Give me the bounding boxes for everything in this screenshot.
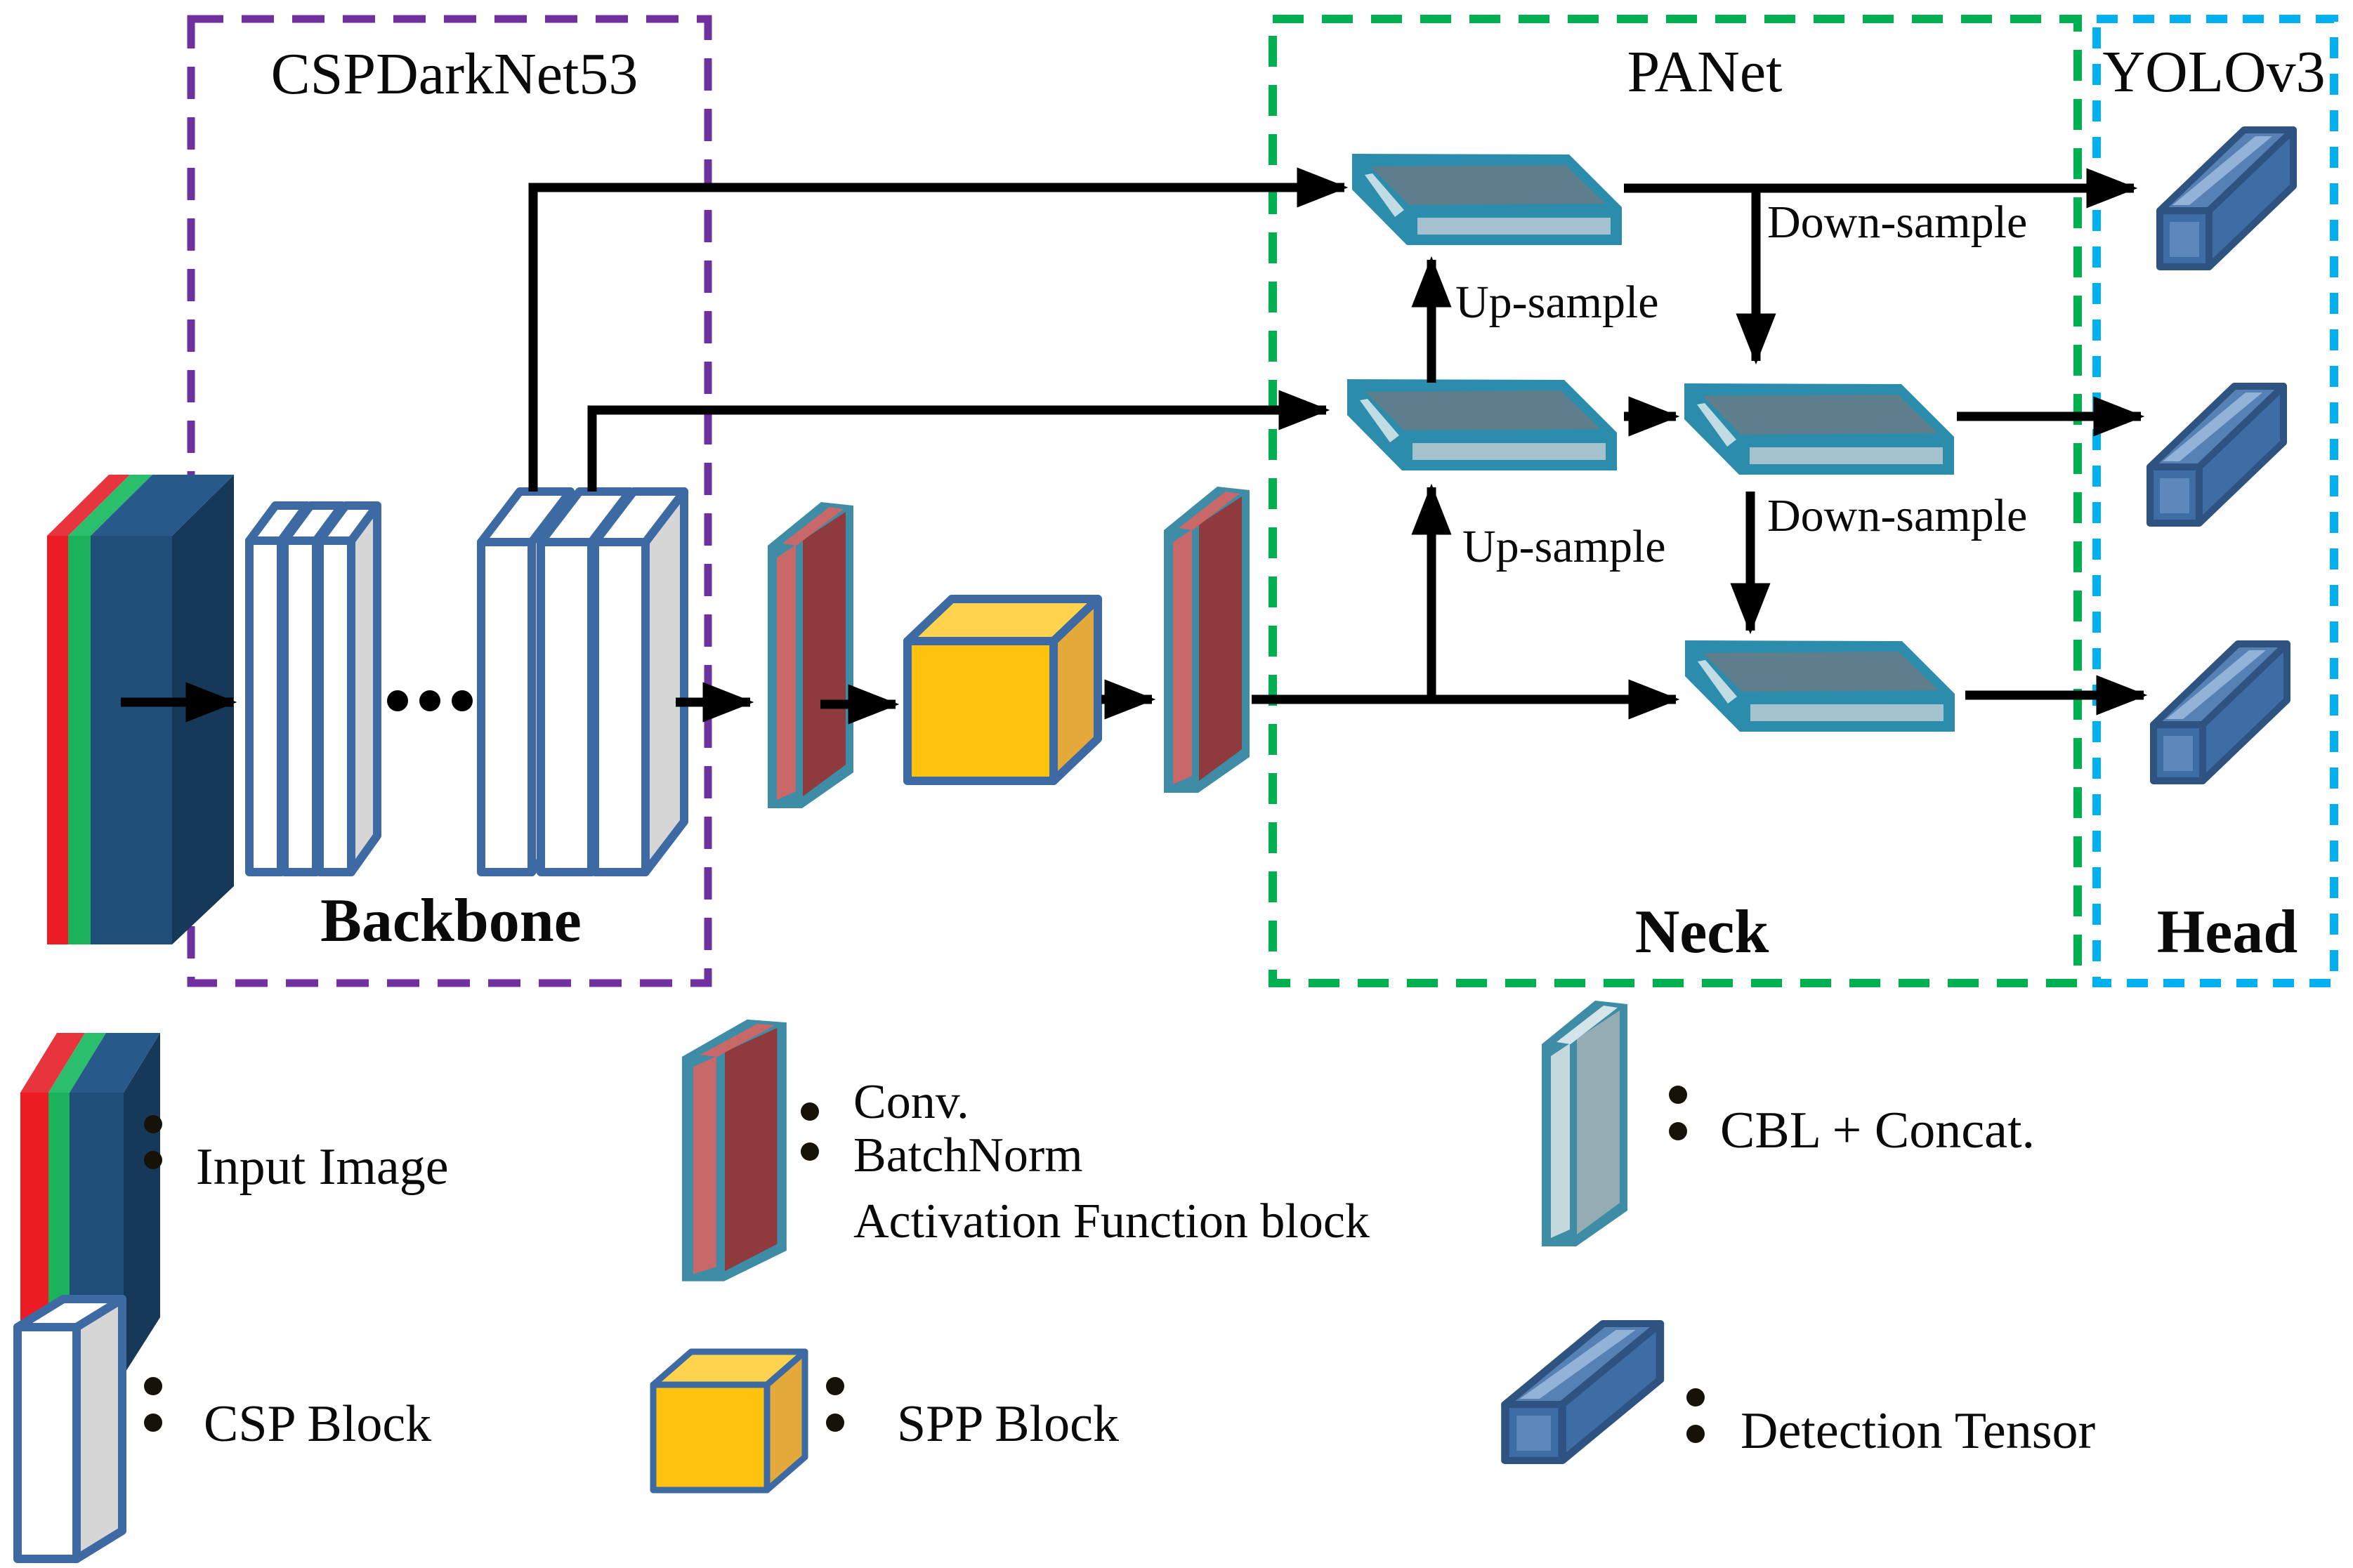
legend-cbl-line-2: BatchNorm	[853, 1128, 1083, 1182]
legend-detection-tensor-label: Detection Tensor	[1741, 1402, 2095, 1460]
panet-plate-mid-left	[1347, 379, 1617, 470]
backbone-box: CSPDarkNet53 Backbone	[187, 15, 712, 987]
colon-icon	[826, 1377, 844, 1432]
detection-tensor-2	[2150, 386, 2283, 523]
neck-title: PANet	[1627, 39, 1783, 105]
skip-connection-middle	[587, 390, 1330, 492]
panet-plate-bottom	[1685, 640, 1955, 732]
legend-input-image: Input Image	[20, 1033, 449, 1375]
legend: Input Image CSP Block Conv. BatchNorm	[13, 1001, 2095, 1563]
skip-connection-top	[528, 167, 1349, 492]
legend-cbl-concat: CBL + Concat.	[1542, 1001, 2035, 1246]
csp-stage-1	[249, 506, 377, 872]
cbl-icon	[682, 1019, 787, 1282]
legend-cbl-line-1: Conv.	[853, 1075, 969, 1129]
legend-csp-block: CSP Block	[13, 1295, 431, 1563]
legend-input-image-label: Input Image	[196, 1138, 449, 1196]
neck-box: PANet Neck	[1269, 15, 2082, 987]
csp-stage-2	[481, 492, 684, 872]
csp-block-icon	[13, 1295, 126, 1563]
panet-plate-mid-right	[1684, 383, 1954, 475]
legend-cbl-line-3: Activation Function block	[853, 1194, 1370, 1249]
colon-icon	[801, 1102, 819, 1161]
legend-detection-tensor: Detection Tensor	[1505, 1324, 2095, 1461]
detection-tensor-3	[2154, 644, 2287, 781]
detection-tensor-icon	[1505, 1324, 1660, 1461]
spp-block	[903, 595, 1102, 785]
legend-cbl: Conv. BatchNorm Activation Function bloc…	[682, 1019, 1370, 1282]
backbone-title: CSPDarkNet53	[271, 41, 638, 107]
legend-cbl-concat-label: CBL + Concat.	[1720, 1102, 2035, 1159]
colon-icon	[144, 1377, 162, 1432]
detection-tensor-1	[2160, 130, 2293, 267]
cbl-block-2	[1164, 487, 1250, 793]
head-label: Head	[2157, 898, 2298, 966]
down-sample-label-2: Down-sample	[1767, 490, 2027, 541]
neck-label: Neck	[1635, 898, 1769, 966]
head-box: YOLOv3 Head	[2092, 15, 2338, 987]
up-sample-label-2: Up-sample	[1462, 521, 1666, 572]
ellipsis-dots	[387, 690, 473, 711]
connectors	[121, 167, 2148, 725]
up-sample-label-1: Up-sample	[1455, 277, 1659, 328]
csp-plate	[595, 492, 684, 872]
head-title: YOLOv3	[2102, 39, 2325, 105]
down-sample-label-1: Down-sample	[1767, 197, 2027, 248]
csp-plate	[320, 506, 377, 872]
spp-block-icon	[650, 1348, 808, 1494]
legend-spp-block: SPP Block	[650, 1348, 1119, 1494]
colon-icon	[1686, 1388, 1705, 1443]
input-image-block	[47, 475, 234, 944]
colon-icon	[144, 1115, 162, 1169]
cbl-concat-icon	[1542, 1001, 1627, 1246]
cbl-block-1	[768, 502, 853, 808]
backbone-label: Backbone	[320, 887, 582, 955]
colon-icon	[1669, 1086, 1687, 1140]
legend-spp-block-label: SPP Block	[897, 1395, 1119, 1453]
panet-plate-top	[1352, 154, 1622, 245]
legend-csp-block-label: CSP Block	[204, 1395, 431, 1453]
